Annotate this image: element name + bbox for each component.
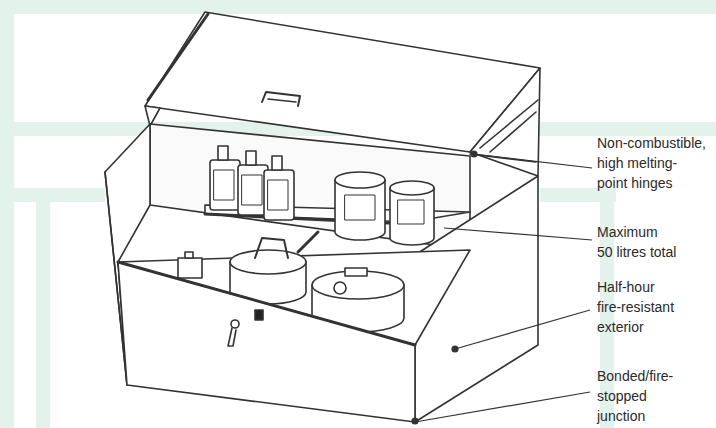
callout-label: Bonded/fire- stopped junction [597, 366, 673, 426]
callout-label: Half-hour fire-resistant exterior [597, 277, 674, 337]
leader-lines [412, 151, 592, 424]
callout-label: Non-combustible, high melting- point hin… [597, 133, 706, 193]
callout-label: Maximum 50 litres total [597, 222, 676, 262]
